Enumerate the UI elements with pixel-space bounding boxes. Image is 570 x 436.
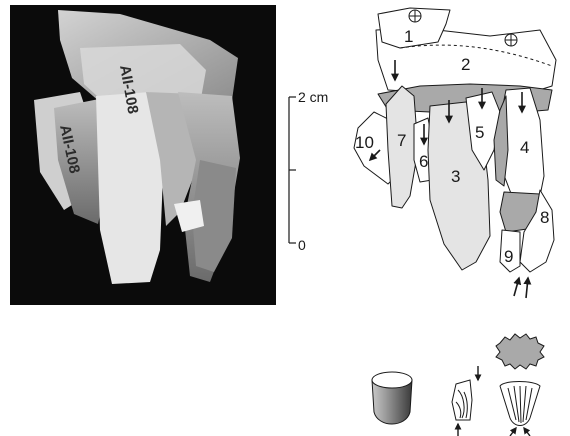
- arrow-9-up: [514, 278, 519, 296]
- platform-mark-1: [409, 10, 421, 22]
- blade-scars-icon: [452, 366, 478, 436]
- refit-drawing: 1 2 3 4 5 6 7 8 9 10: [354, 8, 556, 298]
- fragment-label-6: 6: [419, 152, 428, 171]
- fragment-label-8: 8: [540, 208, 549, 227]
- fragment-label-10: 10: [355, 133, 374, 152]
- fragment-label-3: 3: [451, 167, 460, 186]
- fragment-label-2: 2: [461, 55, 470, 74]
- specimen-photo: AII-108 AII-108: [10, 5, 276, 305]
- scale-bottom-label: 0: [298, 237, 306, 253]
- cone-core-icon: [500, 382, 540, 436]
- fragment-label-4: 4: [520, 138, 529, 157]
- fragment-label-9: 9: [504, 247, 513, 266]
- legend-icons: [372, 334, 544, 436]
- platform-mark-2: [505, 34, 517, 46]
- platform-gear-icon: [496, 334, 544, 369]
- fragment-label-1: 1: [404, 27, 413, 46]
- scale-top-label: 2 cm: [298, 89, 328, 105]
- scale-bar: 2 cm 0: [289, 89, 328, 253]
- arrow-8-up: [526, 278, 528, 298]
- fragment-label-5: 5: [475, 123, 484, 142]
- fragment-label-7: 7: [397, 131, 406, 150]
- core-shaded-icon: [372, 372, 412, 424]
